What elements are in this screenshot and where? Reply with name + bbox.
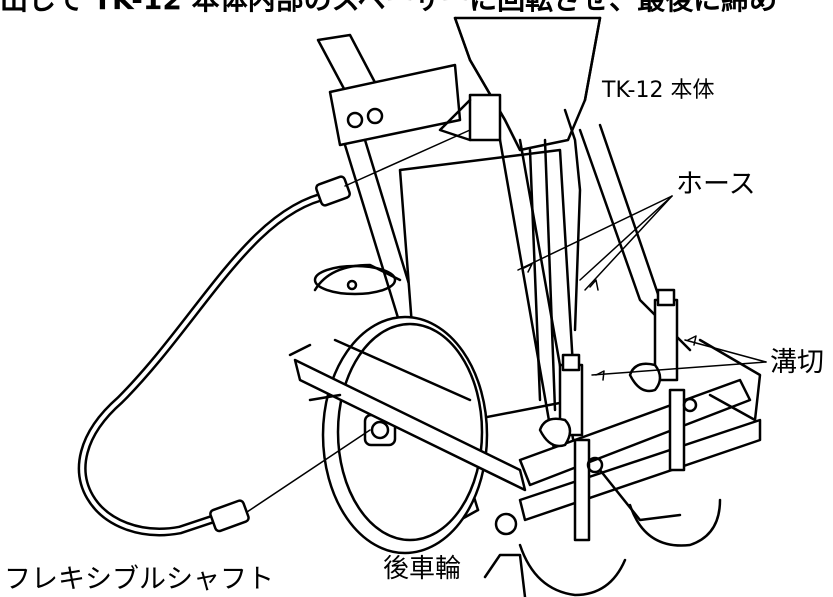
label-furrow-opener: 溝切 [770, 347, 824, 378]
label-tk12-body: TK-12 本体 [602, 78, 715, 103]
label-flexible-shaft: フレキシブルシャフト [4, 564, 274, 595]
furrow-opener-left [538, 353, 591, 542]
struts [498, 108, 692, 457]
leader-lines [517, 195, 767, 381]
hopper [453, 16, 602, 152]
rear-wheel-disc [321, 315, 489, 555]
flexible-shaft [77, 129, 471, 537]
top-caption: 出して TK-12 本体内部のスペーサーに回転させ、最後に締め [0, 0, 777, 14]
handle-frame [316, 33, 518, 536]
small-wheels [483, 397, 722, 597]
label-hose: ホース [676, 169, 756, 200]
label-rear-wheel: 後車輪 [383, 554, 462, 584]
furrow-opener-right [628, 288, 686, 472]
front-frame [288, 343, 527, 492]
